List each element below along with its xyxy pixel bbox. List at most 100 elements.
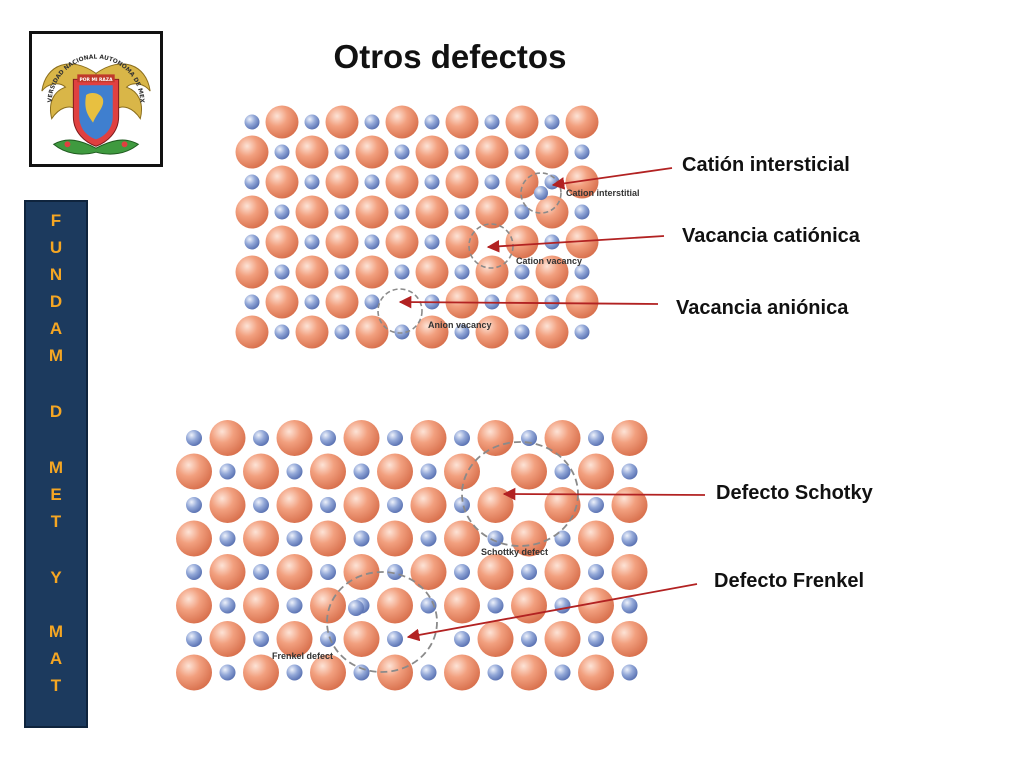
cation-sphere [454, 430, 470, 446]
cation-sphere [420, 530, 437, 547]
anion-sphere [475, 135, 509, 169]
anion-sphere [325, 105, 359, 139]
cation-sphere [244, 174, 260, 190]
cation-sphere [244, 294, 260, 310]
anion-sphere [276, 487, 313, 523]
anion-sphere [295, 135, 329, 169]
anion-sphere [445, 105, 479, 139]
sidebar-letter: M [48, 622, 64, 641]
anion-sphere [505, 105, 539, 139]
cation-sphere [304, 234, 320, 250]
anion-sphere [535, 135, 569, 169]
cation-sphere [514, 204, 530, 220]
cation-sphere [521, 430, 537, 446]
cation-sphere [544, 114, 560, 130]
cation-sphere [244, 234, 260, 250]
cation-sphere [353, 463, 370, 480]
anion-sphere [295, 195, 329, 229]
cation-sphere [554, 530, 571, 547]
cation-sphere [487, 664, 504, 681]
sidebar-letter: F [50, 211, 62, 230]
cation-sphere [394, 264, 410, 280]
sidebar-letter: E [50, 485, 62, 504]
cation-sphere [334, 204, 350, 220]
anion-sphere [578, 453, 614, 490]
cation-interstitial-marker [520, 172, 562, 214]
cation-sphere [394, 324, 410, 340]
crystal-label-cation-vacancy: Cation vacancy [516, 256, 582, 266]
anion-sphere [578, 520, 614, 557]
cation-sphere [554, 664, 571, 681]
anion-sphere [377, 453, 413, 490]
anion-sphere [611, 420, 648, 456]
cation-sphere [334, 264, 350, 280]
anion-sphere [511, 587, 547, 624]
cation-sphere [286, 664, 303, 681]
anion-sphere [611, 621, 648, 657]
anion-sphere [343, 487, 380, 523]
arrow-cation-interstitial [551, 167, 673, 190]
sidebar-letter: D [49, 402, 63, 421]
anion-sphere [410, 554, 447, 590]
anion-sphere [415, 195, 449, 229]
cation-sphere [487, 530, 504, 547]
cation-sphere [554, 463, 571, 480]
cation-sphere [588, 497, 604, 513]
cation-sphere [588, 631, 604, 647]
anion-sphere [310, 587, 346, 624]
anion-sphere [475, 255, 509, 289]
cation-sphere [621, 664, 638, 681]
anion-sphere [235, 135, 269, 169]
cation-sphere [320, 564, 336, 580]
arrow-schottky [502, 487, 706, 501]
anion-sphere [385, 105, 419, 139]
anion-sphere [544, 621, 581, 657]
callout-anion-vacancy: Vacancia aniónica [676, 297, 849, 319]
anion-sphere [544, 420, 581, 456]
anion-sphere [265, 285, 299, 319]
anion-sphere [176, 453, 212, 490]
anion-sphere [276, 420, 313, 456]
cation-sphere [574, 144, 590, 160]
cation-sphere [353, 664, 370, 681]
cation-sphere [387, 430, 403, 446]
anion-sphere [535, 255, 569, 289]
anion-sphere [511, 654, 547, 691]
cation-sphere [320, 497, 336, 513]
anion-sphere [505, 285, 539, 319]
anion-sphere [243, 453, 279, 490]
anion-sphere [325, 225, 359, 259]
cation-sphere [320, 430, 336, 446]
cation-sphere [286, 530, 303, 547]
cation-sphere [394, 144, 410, 160]
anion-sphere [415, 315, 449, 349]
anion-sphere [355, 255, 389, 289]
cation-sphere [574, 324, 590, 340]
anion-sphere [505, 165, 539, 199]
anion-sphere [477, 621, 514, 657]
cation-sphere [364, 234, 380, 250]
crystal-label-frenkel: Frenkel defect [272, 651, 333, 661]
cation-sphere [454, 264, 470, 280]
sidebar-letter: M [48, 458, 64, 477]
sidebar-vertical-label: F U N D A M D M E T Y M A T [24, 200, 88, 728]
anion-sphere [276, 621, 313, 657]
cation-sphere [621, 597, 638, 614]
cation-sphere [364, 114, 380, 130]
anion-sphere [611, 487, 648, 523]
anion-sphere [475, 195, 509, 229]
bottom-crystal-lattice [176, 420, 648, 691]
cation-sphere [454, 324, 470, 340]
anion-sphere [343, 420, 380, 456]
anion-sphere [410, 420, 447, 456]
anion-sphere [415, 255, 449, 289]
cation-sphere [574, 264, 590, 280]
anion-sphere [343, 554, 380, 590]
sidebar-letter: T [50, 676, 62, 695]
logo-banner-text: POR MI RAZA [80, 77, 114, 83]
sidebar-letter: U [49, 238, 63, 257]
sidebar-letter: Y [50, 568, 62, 587]
anion-sphere [235, 195, 269, 229]
sidebar-letter: A [49, 649, 63, 668]
